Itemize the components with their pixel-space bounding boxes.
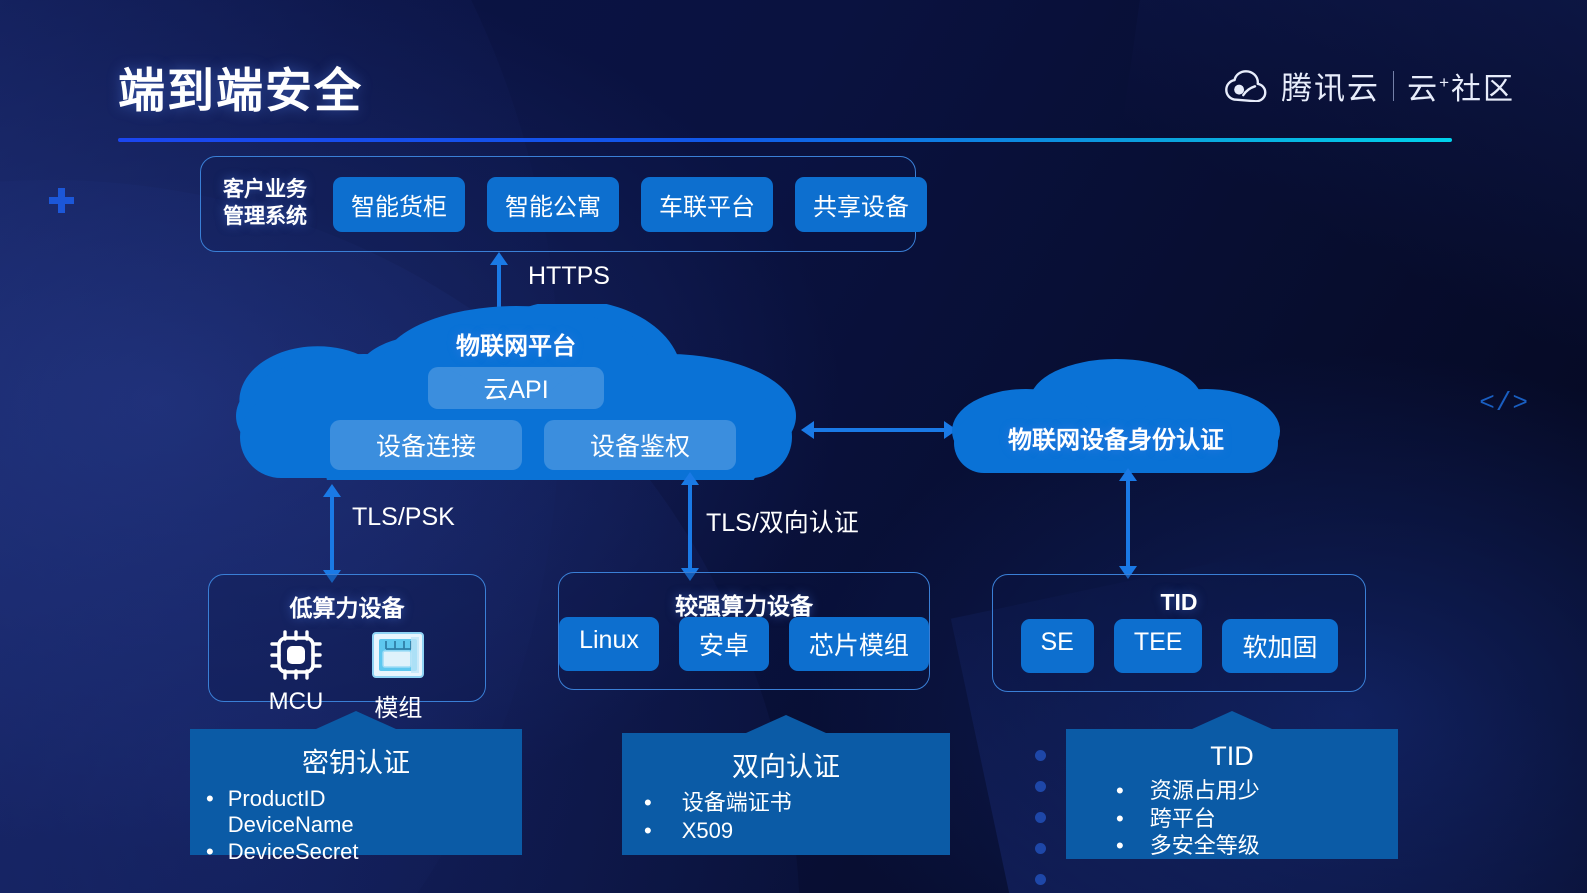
- list-item: •DeviceSecret: [206, 839, 359, 865]
- list-item: •资源占用少: [1116, 778, 1260, 803]
- tls-mutual-connector-line: [688, 482, 692, 572]
- bullet-icon: •: [206, 786, 214, 811]
- bullet-icon: •: [644, 790, 652, 815]
- callout-tid-list: •资源占用少 •跨平台 •多安全等级: [1066, 778, 1398, 859]
- callout-mutual-auth: 双向认证 •设备端证书 •X509: [622, 715, 950, 855]
- iot-platform-title: 物联网平台: [456, 333, 576, 360]
- bullet-icon: •: [1116, 805, 1124, 831]
- tls-mutual-arrow-head-up: [681, 472, 699, 485]
- mcu-chip-icon: [269, 629, 323, 686]
- bullet-icon: •: [206, 839, 214, 865]
- background-diagonal-top-right: [1097, 0, 1587, 374]
- dots-decoration: [1035, 750, 1046, 893]
- dot-icon: [1035, 843, 1046, 854]
- plus-decoration-icon: [49, 188, 74, 213]
- module-item: 模组: [371, 629, 425, 723]
- callout-mutual-auth-notch: [746, 715, 826, 733]
- iot-chip-device-connect[interactable]: 设备连接: [330, 420, 522, 470]
- list-item: •X509: [644, 817, 734, 843]
- bullet-icon: •: [1116, 778, 1124, 803]
- module-board-icon: [371, 629, 425, 686]
- tls-psk-arrow-head-down: [323, 570, 341, 583]
- callout-key-auth: 密钥认证 •ProductID DeviceName •DeviceSecret: [190, 711, 522, 864]
- chip-soc-module[interactable]: 芯片模组: [788, 617, 929, 671]
- customer-business-system-box: 客户业务 管理系统 智能货柜 智能公寓 车联平台 共享设备: [200, 156, 927, 252]
- callout-tid-title: TID: [1210, 741, 1254, 771]
- tls-psk-connector-line: [330, 494, 334, 574]
- bullet-icon: •: [1116, 833, 1124, 859]
- device-identity-auth-cloud: 物联网设备身份认证: [952, 355, 1280, 475]
- module-caption: 模组: [374, 695, 423, 722]
- chip-android[interactable]: 安卓: [678, 617, 769, 671]
- tid-arrow-head-down: [1119, 566, 1137, 579]
- mcu-caption: MCU: [268, 688, 324, 715]
- tid-chip-list: SE TEE 软加固: [993, 619, 1365, 673]
- bullet-icon: •: [644, 817, 652, 843]
- logo-divider: [1393, 70, 1395, 101]
- cloud-link-arrow-left: [801, 421, 814, 439]
- customer-chip-smart-cabinet[interactable]: 智能货柜: [333, 176, 465, 232]
- list-item: •ProductID DeviceName: [206, 786, 354, 837]
- list-item: •跨平台: [1116, 805, 1216, 831]
- tls-mutual-label: TLS/双向认证: [706, 509, 859, 537]
- customer-chip-shared-device[interactable]: 共享设备: [795, 176, 927, 232]
- logo-sub-text: 云+社区: [1407, 64, 1515, 108]
- logo-sub-cloud: 云: [1407, 72, 1440, 106]
- callout-tid: TID •资源占用少 •跨平台 •多安全等级: [1066, 711, 1398, 859]
- list-item: •多安全等级: [1116, 833, 1260, 859]
- code-brackets-icon: </>: [1479, 388, 1529, 418]
- tls-psk-arrow-head-up: [323, 484, 341, 497]
- callout-mutual-auth-title: 双向认证: [732, 752, 840, 782]
- chip-linux[interactable]: Linux: [559, 617, 659, 671]
- iot-chip-cloud-api[interactable]: 云API: [428, 367, 604, 409]
- device-group-low-compute-title: 低算力设备: [289, 595, 405, 621]
- chip-tee[interactable]: TEE: [1113, 619, 1203, 673]
- logo-sub-plus: +: [1439, 72, 1451, 92]
- customer-business-chip-list: 智能货柜 智能公寓 车联平台 共享设备: [333, 176, 927, 232]
- https-label: HTTPS: [528, 262, 610, 290]
- mcu-item: MCU: [268, 629, 324, 723]
- tencent-cloud-logo-icon: [1224, 69, 1268, 103]
- cloud-link-line: [812, 428, 946, 432]
- dot-icon: [1035, 874, 1046, 885]
- device-group-low-compute: 低算力设备 MCU: [208, 574, 486, 722]
- callout-mutual-auth-list: •设备端证书 •X509: [622, 790, 950, 843]
- chip-soft-hardening[interactable]: 软加固: [1222, 619, 1338, 673]
- header-divider: [118, 138, 1452, 142]
- dot-icon: [1035, 812, 1046, 823]
- strong-compute-chip-list: Linux 安卓 芯片模组: [559, 617, 929, 671]
- https-arrow-head-up: [490, 252, 508, 265]
- logo-sub-community: 社区: [1451, 72, 1515, 106]
- chip-se[interactable]: SE: [1020, 619, 1094, 673]
- customer-business-system-label: 客户业务 管理系统: [223, 178, 307, 228]
- low-compute-icon-row: MCU 模组: [209, 629, 485, 723]
- dot-icon: [1035, 750, 1046, 761]
- tid-arrow-head-up: [1119, 468, 1137, 481]
- tid-connector-line: [1126, 478, 1130, 570]
- customer-chip-smart-apartment[interactable]: 智能公寓: [487, 176, 619, 232]
- list-item: •设备端证书: [644, 790, 792, 815]
- device-group-tid-title: TID: [1160, 589, 1198, 615]
- iot-platform-cloud: 物联网平台 云API 设备连接 设备鉴权: [234, 304, 798, 480]
- callout-tid-notch: [1192, 711, 1272, 729]
- callout-key-auth-list: •ProductID DeviceName •DeviceSecret: [190, 786, 522, 865]
- device-group-tid: TID SE TEE 软加固: [992, 574, 1366, 692]
- customer-chip-vehicle-platform[interactable]: 车联平台: [641, 176, 773, 232]
- dot-icon: [1035, 781, 1046, 792]
- device-identity-auth-title: 物联网设备身份认证: [1008, 427, 1224, 454]
- logo-brand-text: 腾讯云: [1281, 71, 1381, 106]
- tls-mutual-arrow-head-down: [681, 568, 699, 581]
- brand-logo: 腾讯云 云+社区: [1224, 63, 1515, 108]
- device-group-strong-compute-title: 较强算力设备: [675, 593, 813, 619]
- callout-key-auth-title: 密钥认证: [302, 748, 410, 778]
- tls-psk-label: TLS/PSK: [352, 503, 455, 531]
- device-group-strong-compute: 较强算力设备 Linux 安卓 芯片模组: [558, 572, 930, 690]
- page-title: 端到端安全: [118, 64, 363, 117]
- https-connector-line: [497, 262, 501, 318]
- iot-chip-device-auth[interactable]: 设备鉴权: [544, 420, 736, 470]
